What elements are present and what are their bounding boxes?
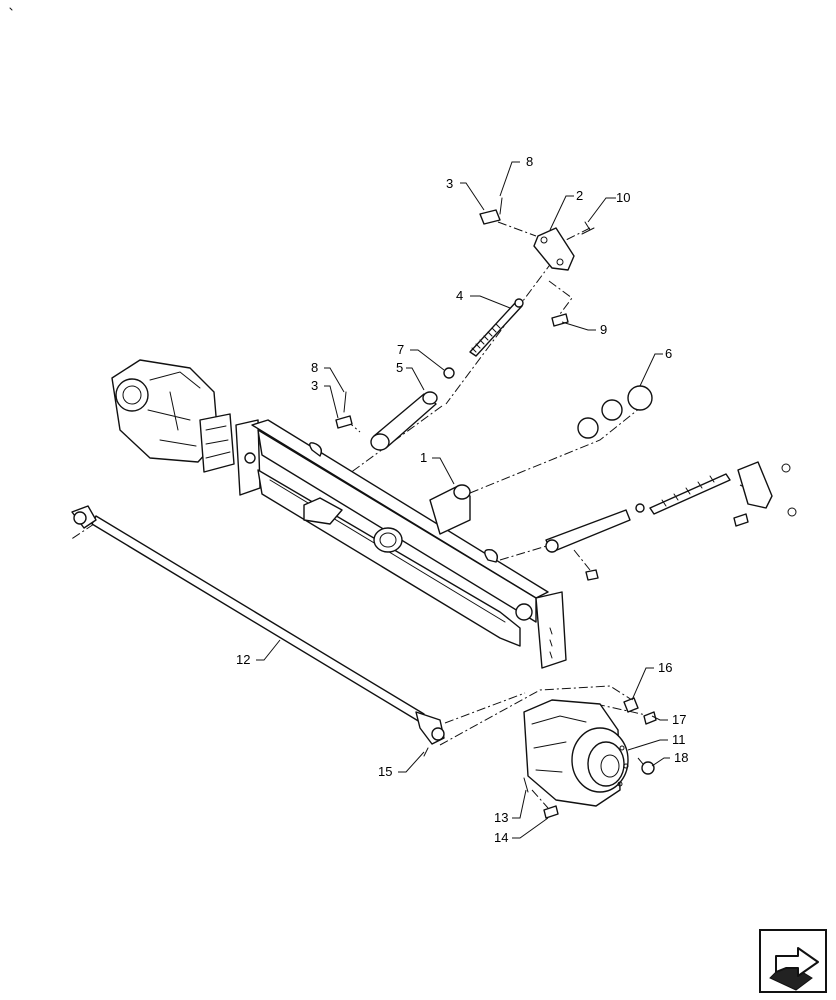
callout-5: 5: [396, 360, 403, 375]
right-hub-assembly: [423, 697, 657, 819]
tie-rod-part-12: [71, 505, 445, 745]
cotter-part-8-top: [499, 197, 503, 215]
callout-11: 11: [672, 732, 686, 747]
callout-14: 14: [494, 830, 508, 845]
callout-10: 10: [616, 190, 630, 205]
callout-6: 6: [665, 346, 672, 361]
bolt-part-9: [551, 313, 569, 327]
callout-3-top: 3: [446, 176, 453, 191]
axle-beam: [235, 419, 567, 669]
bracket-part-2: [533, 227, 575, 271]
callout-4: 4: [456, 288, 463, 303]
steering-linkage: [335, 197, 595, 451]
callout-1: 1: [420, 450, 427, 465]
pin-part-3-lower: [335, 415, 353, 429]
corner-mark: [9, 7, 13, 11]
bolt-part-10: [581, 221, 595, 235]
callout-13: 13: [494, 810, 508, 825]
callout-15: 15: [378, 764, 392, 779]
callout-leaders: [256, 161, 670, 839]
callout-16: 16: [658, 660, 672, 675]
nut-part-7: [443, 367, 455, 379]
callout-7: 7: [397, 342, 404, 357]
right-linkage-repeat: [545, 385, 797, 581]
callout-12: 12: [236, 652, 250, 667]
callout-9: 9: [600, 322, 607, 337]
callout-17: 17: [672, 712, 686, 727]
left-hub-assembly: [111, 359, 235, 473]
callout-2: 2: [576, 188, 583, 203]
callout-18: 18: [674, 750, 688, 765]
callout-3-lower: 3: [311, 378, 318, 393]
callout-8-lower: 8: [311, 360, 318, 375]
pin-part-3-top: [479, 209, 501, 225]
cotter-part-8-lower: [343, 391, 347, 413]
next-page-arrow-icon[interactable]: [759, 929, 827, 993]
callout-8-top: 8: [526, 154, 533, 169]
callout-labels: 8 3 2 10 4 9 7 6 8 5 3 1 12 16 17 11 18 …: [236, 154, 688, 845]
threaded-rod-part-4: [469, 301, 523, 357]
